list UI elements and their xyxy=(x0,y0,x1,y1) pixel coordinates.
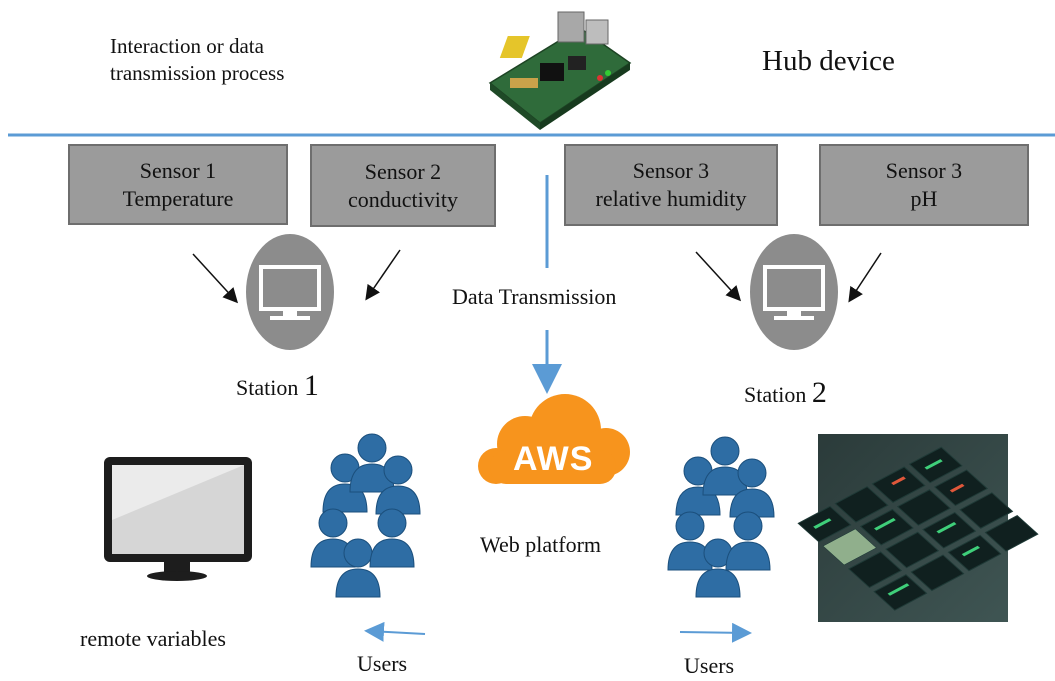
station-1-number: 1 xyxy=(303,369,319,402)
station-2-label: Station 2 xyxy=(744,378,827,408)
sensor-box-2: Sensor 2 conductivity xyxy=(310,144,496,227)
station-2-icon xyxy=(750,234,838,350)
process-label-line1: Interaction or data xyxy=(110,34,264,58)
arrow-sensor4-station2 xyxy=(848,252,882,303)
sensor-1-line1: Sensor 1 xyxy=(139,157,217,183)
users-right-arrow xyxy=(679,622,752,643)
sensor-box-3: Sensor 3 relative humidity xyxy=(564,144,778,226)
sensor-box-4: Sensor 3 pH xyxy=(819,144,1029,226)
sensor-3-line1: Sensor 3 xyxy=(632,158,710,183)
remote-variables-label: remote variables xyxy=(80,626,226,651)
process-label: Interaction or data transmission process xyxy=(110,33,284,87)
web-platform-label: Web platform xyxy=(480,532,602,557)
users-left-label: Users xyxy=(357,651,408,676)
station-1-icon xyxy=(246,234,334,350)
arrow-sensor2-station1 xyxy=(365,249,401,301)
users-right-label: Users xyxy=(684,653,735,678)
station-1-label: Station 1 xyxy=(236,371,319,401)
arrow-sensor3-station2 xyxy=(695,251,742,302)
sensor-2-line2: conductivity xyxy=(348,186,458,212)
hub-device-label: Hub device xyxy=(762,45,895,77)
process-label-line2: transmission process xyxy=(110,61,285,85)
sensor-2-line1: Sensor 2 xyxy=(364,158,442,184)
station-2-text: Station xyxy=(744,382,812,407)
station-2-number: 2 xyxy=(811,376,827,409)
sensor-4-line2: pH xyxy=(910,186,938,211)
users-left-arrow xyxy=(364,621,426,642)
sensor-4-line1: Sensor 3 xyxy=(885,158,963,183)
arrow-sensor1-station1 xyxy=(192,253,239,304)
sensor-1-line2: Temperature xyxy=(122,185,234,211)
sensor-3-line2: relative humidity xyxy=(595,186,747,211)
data-transmission-label: Data Transmission xyxy=(452,284,617,309)
sensor-box-1: Sensor 1 Temperature xyxy=(68,144,288,225)
station-1-text: Station xyxy=(236,375,304,400)
aws-cloud-label: AWS xyxy=(513,440,594,478)
